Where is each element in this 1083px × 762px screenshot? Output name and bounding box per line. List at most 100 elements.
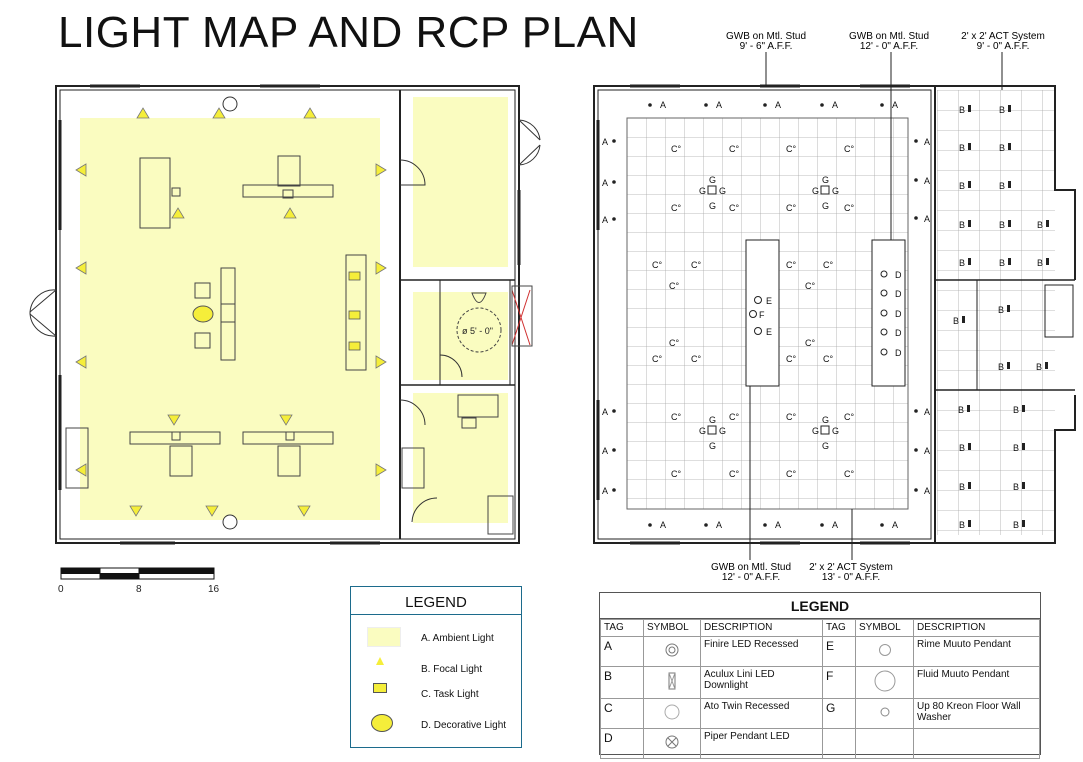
fixture-tag-g: G <box>719 186 726 196</box>
ceiling-sensor-top <box>222 96 238 112</box>
fixture-tag-e: E <box>766 327 772 337</box>
legend-title: LEGEND <box>351 587 521 615</box>
linear-downlight-icon <box>1045 362 1048 369</box>
linear-downlight-icon <box>1046 258 1049 265</box>
fixture-tag-b: B <box>999 181 1005 191</box>
legend-item-ambient: A. Ambient Light <box>421 633 494 644</box>
header-cell: TAG <box>822 619 856 637</box>
fixture-tag-a: A <box>832 100 838 110</box>
fixture-marker-icon <box>648 523 652 527</box>
door-swings <box>29 119 541 523</box>
callout-top-mid-line1: GWB on Mtl. Stud <box>849 31 929 42</box>
fixture-tag-a: A <box>602 137 608 147</box>
description-cell: Finire LED Recessed <box>700 636 823 667</box>
fixture-tag-b: B <box>1037 258 1043 268</box>
fixture-tag-c: C° <box>805 338 815 348</box>
fixture-tag-g: G <box>709 415 716 425</box>
fixture-tag-b: B <box>1037 220 1043 230</box>
fixture-tag-b: B <box>959 181 965 191</box>
fixture-tag-a: A <box>775 520 781 530</box>
focal-light-icon <box>136 107 150 119</box>
fixture-tag-a: A <box>924 407 930 417</box>
fixture-tag-b: B <box>959 143 965 153</box>
focal-light-icon <box>297 505 311 517</box>
focal-light-icon <box>212 107 226 119</box>
linear-downlight-icon <box>1008 105 1011 112</box>
fixture-marker-icon <box>612 409 616 413</box>
fixture-tag-b: B <box>998 305 1004 315</box>
fixture-marker-icon <box>612 448 616 452</box>
fixture-tag-a: A <box>924 486 930 496</box>
fixture-tag-a: A <box>716 520 722 530</box>
description-cell <box>913 728 1040 759</box>
linear-downlight-icon <box>1008 258 1011 265</box>
wall-washer-icon <box>820 425 830 435</box>
callout-top-mid-line2: 12' - 0" A.F.F. <box>860 41 918 52</box>
task-lights <box>348 271 361 351</box>
pendant-cross-icon <box>643 728 701 759</box>
fixture-tag-c: C° <box>729 469 739 479</box>
linear-downlight-icon <box>968 220 971 227</box>
focal-light-icon <box>279 414 293 426</box>
fixture-marker-icon <box>914 139 918 143</box>
description-cell: Ato Twin Recessed <box>700 698 823 729</box>
fixture-tag-b: B <box>999 258 1005 268</box>
fixture-tag-d: D <box>895 289 902 299</box>
callout-bottom-left-line1: GWB on Mtl. Stud <box>711 562 791 573</box>
rcp-legend-table: TAG SYMBOL DESCRIPTION TAG SYMBOL DESCRI… <box>600 619 1040 759</box>
fixture-tag-b: B <box>1013 405 1019 415</box>
linear-downlight-icon <box>1022 520 1025 527</box>
description-cell: Aculux Lini LED Downlight <box>700 666 823 699</box>
linear-downlight-icon <box>1022 482 1025 489</box>
fixture-marker-icon <box>704 523 708 527</box>
fixture-tag-g: G <box>832 186 839 196</box>
focal-light-icon <box>75 261 87 275</box>
fixture-tag-a: A <box>832 520 838 530</box>
fixture-marker-icon <box>880 103 884 107</box>
pendant-bulkhead <box>745 239 780 387</box>
tag-cell: A <box>600 636 644 667</box>
rcp-plan: GWB on Mtl. Stud 9' - 6" A.F.F. GWB on M… <box>593 31 1076 583</box>
callout-top-right-line1: 2' x 2' ACT System <box>961 31 1045 42</box>
pendant-cross-icon <box>880 348 888 356</box>
fixture-tag-a: A <box>716 100 722 110</box>
legend-item-focal: B. Focal Light <box>421 664 483 675</box>
fixture-tag-b: B <box>959 258 965 268</box>
task-light-icon <box>348 310 361 320</box>
fixture-tag-e: E <box>766 296 772 306</box>
fixture-tag-c: C° <box>729 412 739 422</box>
fixture-marker-icon <box>880 523 884 527</box>
linear-downlight-icon <box>968 105 971 112</box>
focal-triangle-icon <box>376 657 384 665</box>
ceiling-sensor-bottom <box>222 514 238 530</box>
description-cell: Fluid Muuto Pendant <box>913 666 1040 699</box>
linear-downlight-icon <box>968 181 971 188</box>
decorative-light-icon <box>192 305 214 323</box>
header-cell: DESCRIPTION <box>700 619 823 637</box>
fixture-tag-c: C° <box>786 354 796 364</box>
fixture-tag-c: C° <box>671 203 681 213</box>
pendant-cross-icon <box>880 270 888 278</box>
page-title: LIGHT MAP AND RCP PLAN <box>58 8 639 57</box>
focal-light-icon <box>375 261 387 275</box>
linear-downlight-icon <box>1022 443 1025 450</box>
fixture-tag-c: C° <box>844 144 854 154</box>
fixture-tag-a: A <box>602 215 608 225</box>
scale-label: 0 <box>58 584 64 595</box>
plans-drawing: ø 5' - 0" <box>29 31 1076 595</box>
fixture-tag-a: A <box>602 407 608 417</box>
empty-symbol-cell <box>855 728 914 759</box>
tag-cell <box>822 728 856 759</box>
tag-cell: F <box>822 666 856 699</box>
fixture-tag-a: A <box>924 214 930 224</box>
fixture-tag-b: B <box>999 143 1005 153</box>
fixture-tag-b: B <box>999 105 1005 115</box>
fixture-tag-c: C° <box>786 144 796 154</box>
fixture-tag-c: C° <box>786 260 796 270</box>
fixture-tag-b: B <box>1013 482 1019 492</box>
focal-light-icon <box>75 463 87 477</box>
linear-downlight-icon <box>1046 220 1049 227</box>
fixture-marker-icon <box>914 216 918 220</box>
fixture-marker-icon <box>914 488 918 492</box>
fixture-tag-a: A <box>602 178 608 188</box>
